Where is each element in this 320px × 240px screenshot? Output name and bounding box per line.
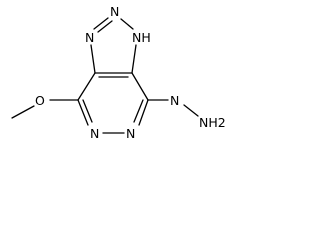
bond-n1-n2-double — [97, 20, 113, 33]
bond-n1-n2 — [93, 17, 109, 30]
bond-c3a-c4 — [77, 72, 96, 101]
bond-n2-nh — [120, 18, 134, 30]
bond-c4-n5 — [77, 99, 89, 126]
bond-layer — [11, 17, 199, 134]
atom-label-n2: N — [110, 4, 119, 19]
bond-c4-n5-double — [82, 99, 93, 123]
bond-o-ch3 — [11, 105, 35, 119]
atom-label-nh2: NH2 — [199, 115, 226, 130]
label-layer: N N NH O N N N NH2 — [35, 4, 226, 141]
atom-label-n-ring-right: N — [126, 126, 135, 141]
bond-c7-c7a — [131, 72, 149, 101]
bond-n6-c7 — [138, 99, 149, 126]
bond-nh-c7a — [131, 44, 137, 74]
atom-label-o: O — [35, 93, 45, 108]
atom-label-n-hydrazine: N — [170, 93, 179, 108]
atom-label-nh: NH — [132, 30, 151, 45]
atom-label-n1: N — [85, 30, 94, 45]
bond-n6-c7-double — [133, 99, 144, 123]
bond-n-nh2 — [183, 104, 199, 117]
atom-label-n-ring-left: N — [90, 126, 99, 141]
chemical-structure-diagram: N N NH O N N N NH2 — [11, 4, 226, 141]
bond-n1-c3a — [90, 44, 96, 74]
